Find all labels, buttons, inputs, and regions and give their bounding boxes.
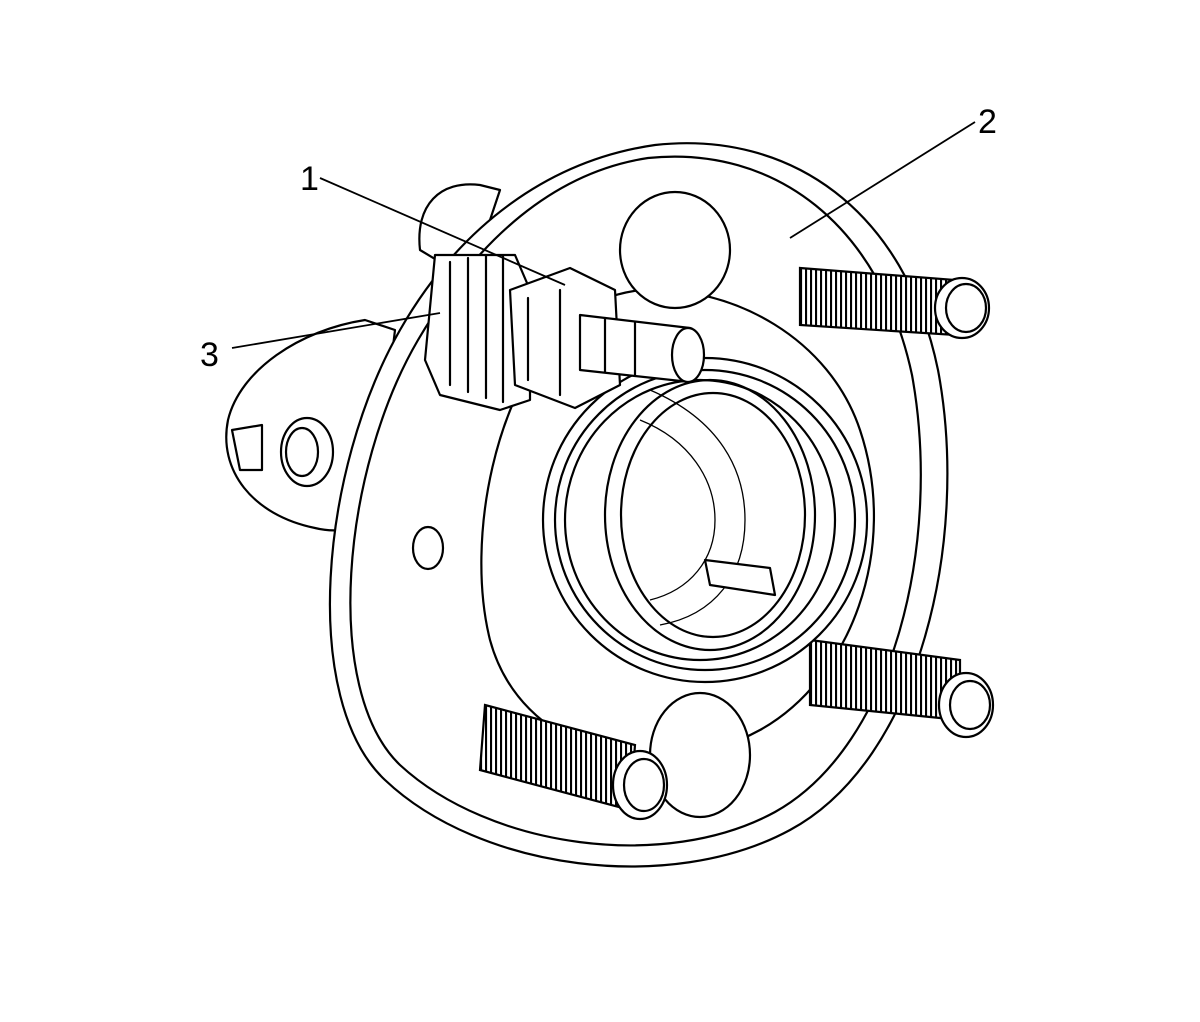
hub-bearing-bore: [541, 356, 869, 684]
callout-1-leader: [319, 177, 566, 286]
wheel-studs: [478, 190, 995, 821]
wheel-stud: [478, 691, 752, 821]
wheel-stud: [618, 190, 991, 340]
callout-3: 3: [200, 336, 219, 374]
wheel-speed-sensor: [423, 253, 706, 412]
callout-1: 1: [300, 160, 319, 198]
callout-2-leader: [789, 121, 976, 239]
wheel-stud: [808, 638, 995, 739]
callout-3-leader: [231, 312, 441, 349]
callout-2: 2: [978, 103, 997, 141]
